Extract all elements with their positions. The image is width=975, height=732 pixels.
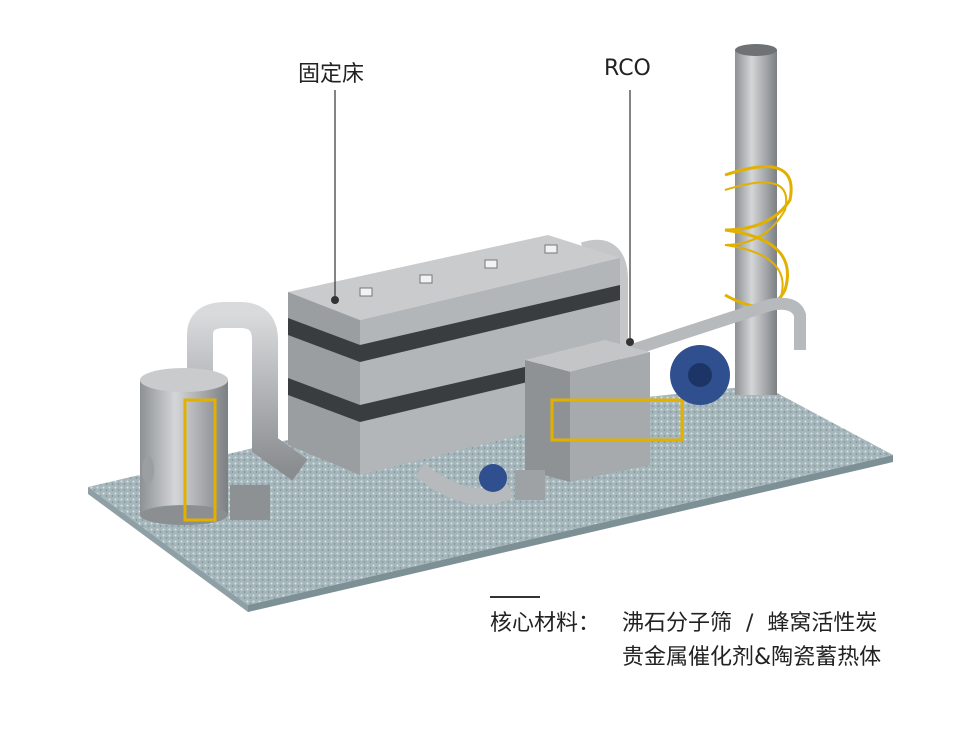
spray-tower — [140, 368, 228, 525]
core-materials-prefix: 核心材料： — [490, 611, 601, 636]
core-materials-line2: 贵金属催化剂&陶瓷蓄热体 — [622, 645, 882, 670]
fixed-bed-label: 固定床 — [298, 62, 365, 87]
fan-small — [479, 464, 507, 492]
fan — [670, 345, 730, 405]
rco-unit — [515, 340, 684, 500]
pump — [230, 485, 270, 520]
rco-label: RCO — [604, 56, 651, 81]
pipe — [187, 302, 308, 481]
core-materials-line1: 沸石分子筛 / 蜂窝活性炭 — [622, 611, 878, 636]
exhaust-stack — [724, 44, 793, 395]
